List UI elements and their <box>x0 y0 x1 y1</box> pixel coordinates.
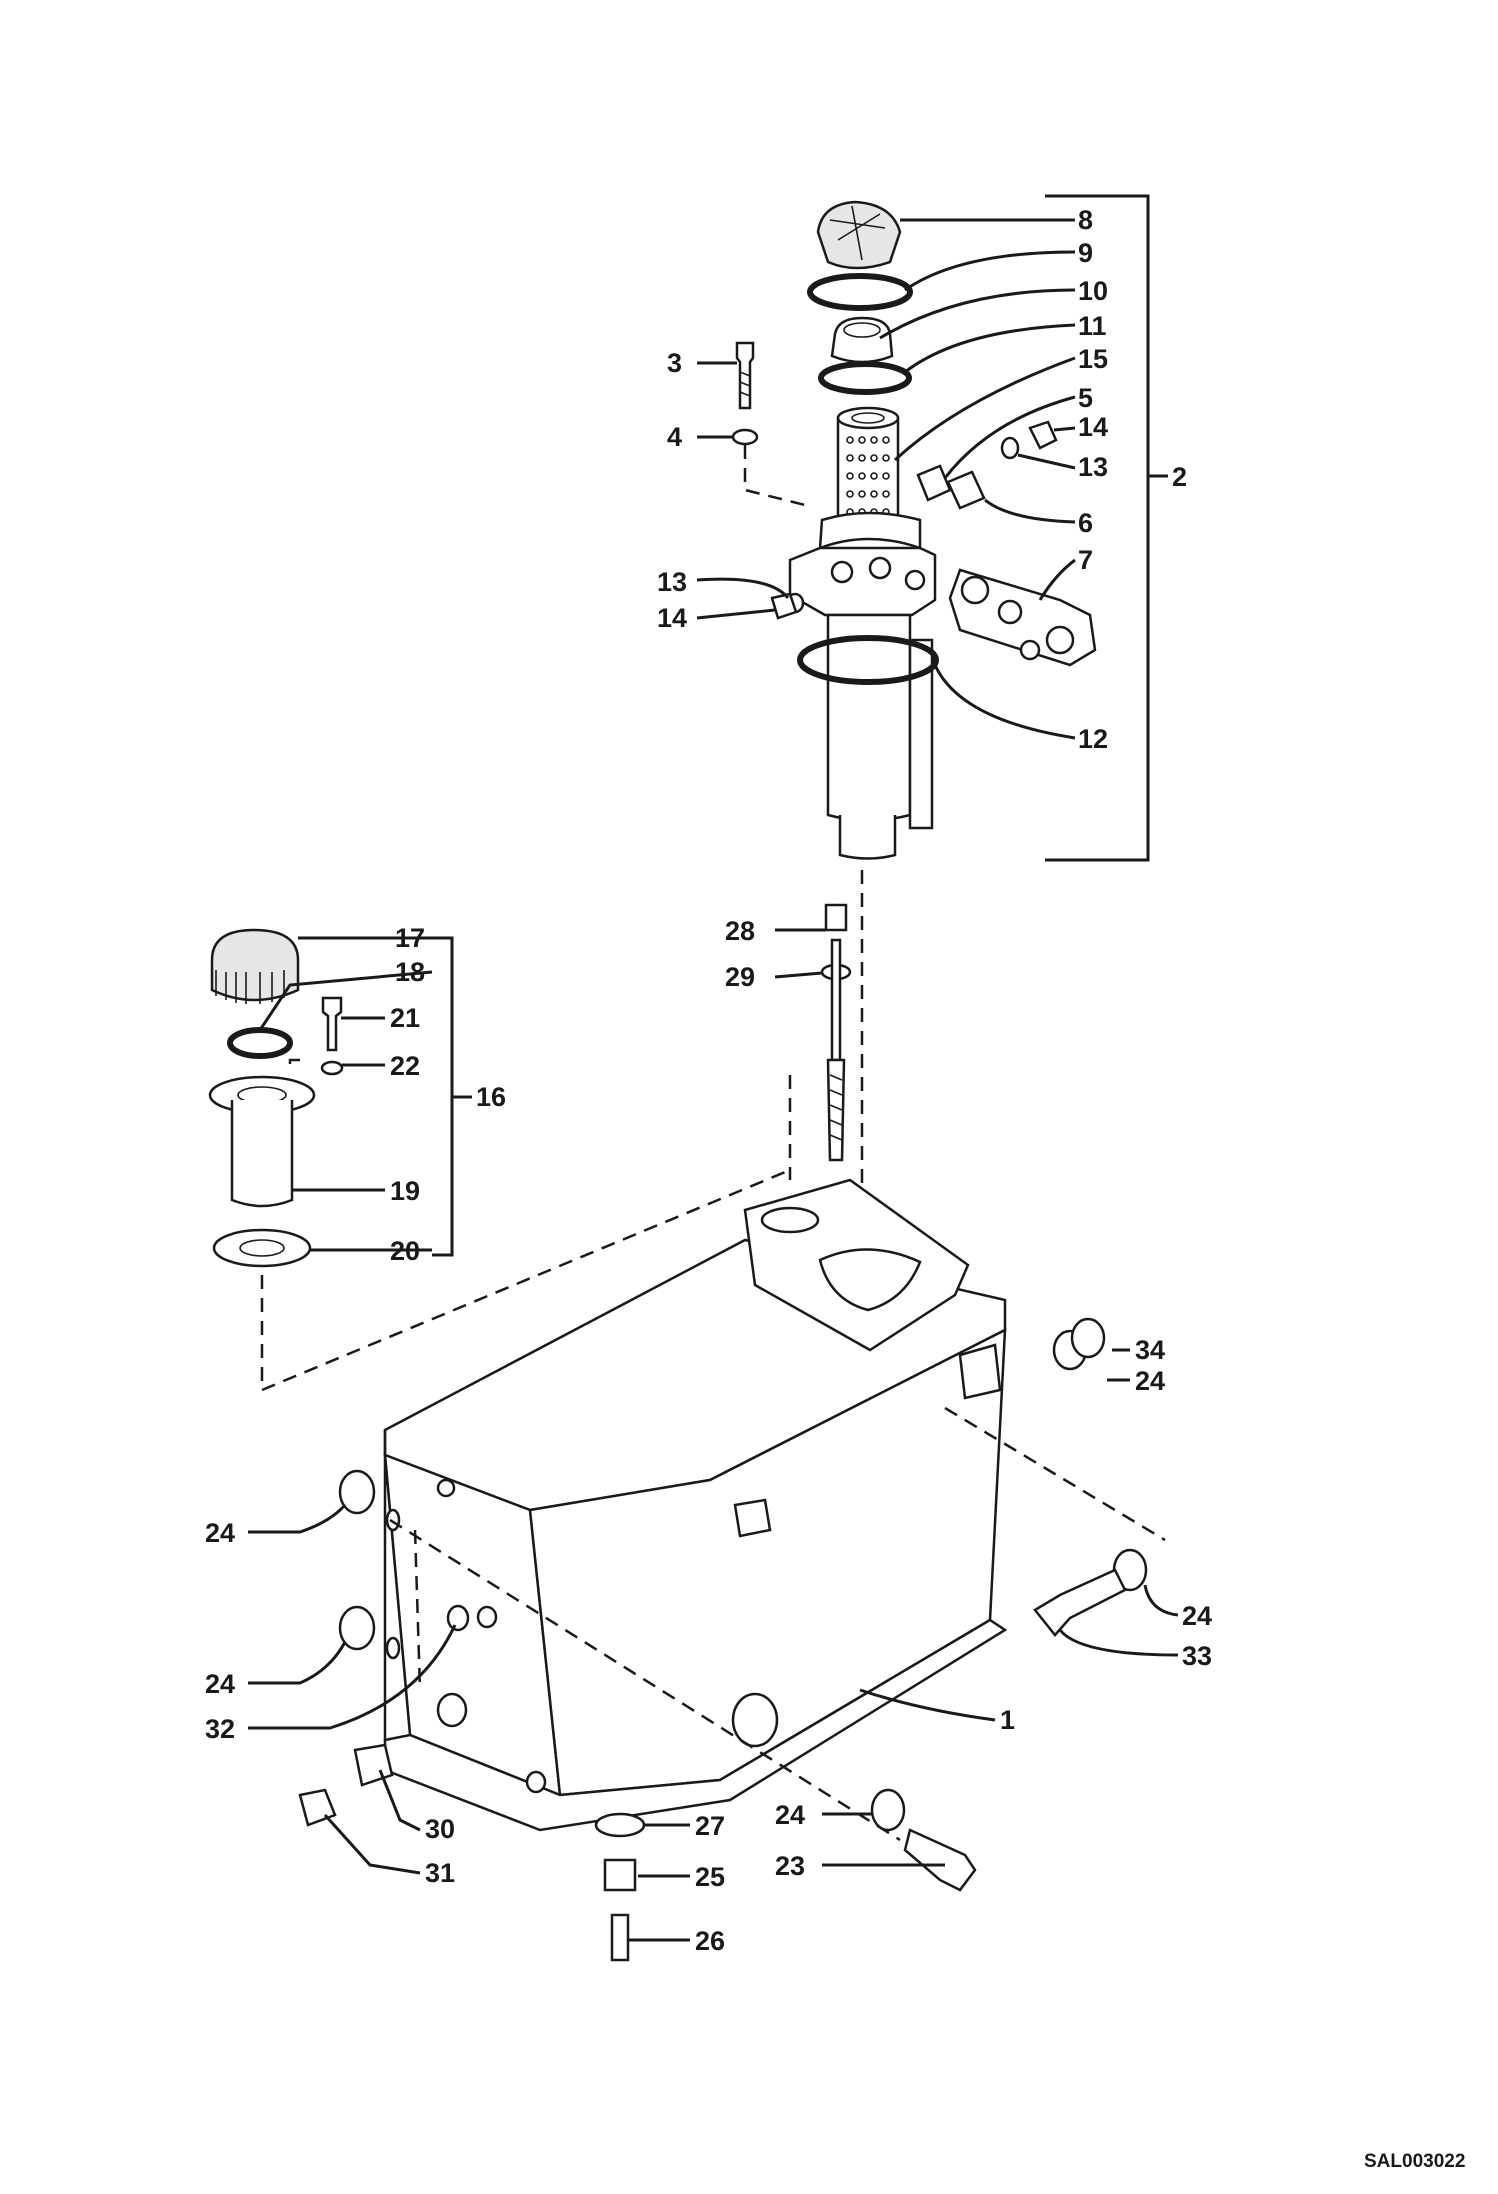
callout-labels: 8 9 10 11 15 5 14 13 6 7 12 2 3 4 13 14 … <box>205 205 1212 1956</box>
callout-21: 21 <box>390 1003 420 1033</box>
callout-26: 26 <box>695 1926 725 1956</box>
callout-17: 17 <box>395 923 425 953</box>
callout-24-bottom: 24 <box>775 1800 805 1830</box>
callout-11: 11 <box>1078 311 1107 341</box>
callout-18: 18 <box>395 957 425 987</box>
dipstick <box>788 903 852 1180</box>
callout-1: 1 <box>1000 1705 1015 1735</box>
callout-16: 16 <box>476 1082 506 1112</box>
callout-30: 30 <box>425 1814 455 1844</box>
callout-19: 19 <box>390 1176 420 1206</box>
callout-9: 9 <box>1078 238 1093 268</box>
callout-13-right: 13 <box>1078 452 1108 482</box>
callout-14-right: 14 <box>1078 412 1108 442</box>
hydraulic-tank <box>298 1178 1166 1962</box>
callout-12: 12 <box>1078 724 1108 754</box>
callout-10: 10 <box>1078 276 1108 306</box>
callout-32: 32 <box>205 1714 235 1744</box>
callout-24-bolt-right: 24 <box>1182 1601 1212 1631</box>
callout-28: 28 <box>725 916 755 946</box>
callout-15: 15 <box>1078 344 1108 374</box>
callout-22: 22 <box>390 1051 420 1081</box>
callout-5: 5 <box>1078 383 1093 413</box>
callout-6: 6 <box>1078 508 1093 538</box>
callout-34: 34 <box>1135 1335 1165 1365</box>
callout-14-left: 14 <box>657 603 687 633</box>
bracket-16 <box>432 936 454 1257</box>
callout-4: 4 <box>667 422 682 452</box>
callout-24-tank-right: 24 <box>1135 1366 1165 1396</box>
callout-24-left-lower: 24 <box>205 1669 235 1699</box>
callout-25: 25 <box>695 1862 725 1892</box>
callout-2: 2 <box>1172 462 1187 492</box>
callout-33: 33 <box>1182 1641 1212 1671</box>
callout-20: 20 <box>390 1236 420 1266</box>
bracket-2 <box>1045 194 1150 862</box>
callout-24-left-upper: 24 <box>205 1518 235 1548</box>
callout-23: 23 <box>775 1851 805 1881</box>
callout-29: 29 <box>725 962 755 992</box>
filter-assembly <box>731 200 1097 1320</box>
callout-8: 8 <box>1078 205 1093 235</box>
drawing-reference-code: SAL003022 <box>1364 2151 1465 2172</box>
callout-7: 7 <box>1078 545 1093 575</box>
callout-3: 3 <box>667 348 682 378</box>
callout-31: 31 <box>425 1858 455 1888</box>
callout-27: 27 <box>695 1811 725 1841</box>
leader-lines <box>248 218 1179 1942</box>
callout-13-left: 13 <box>657 567 687 597</box>
breather-assembly <box>208 928 791 1392</box>
